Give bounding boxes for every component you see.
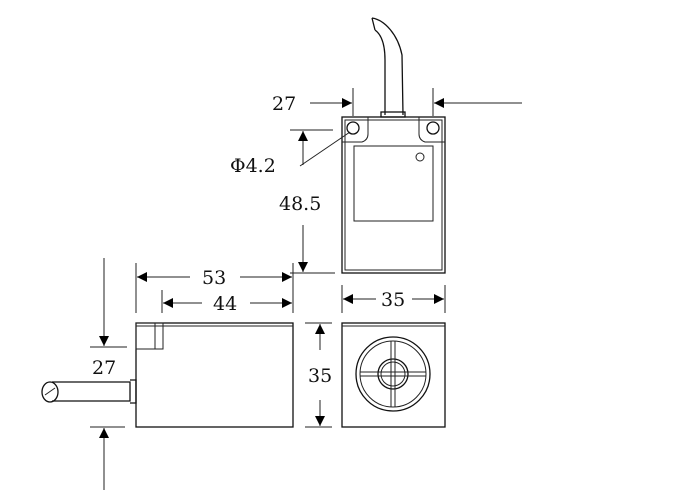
dim-53: 53 xyxy=(202,267,226,289)
dim-35-width: 35 xyxy=(381,289,405,311)
mounting-hole-left xyxy=(346,121,360,135)
side-body xyxy=(135,322,294,428)
side-view: 53 44 27 xyxy=(41,258,294,490)
top-view: 27 Φ4.2 48.5 xyxy=(230,17,522,274)
dim-44: 44 xyxy=(213,293,237,315)
front-body xyxy=(341,322,446,428)
dim-35-height: 35 xyxy=(308,365,332,387)
dim-48-5: 48.5 xyxy=(279,193,321,215)
dim-27-holes: 27 xyxy=(272,93,296,115)
cable xyxy=(371,17,404,116)
label-area xyxy=(353,145,434,222)
side-cable xyxy=(52,379,137,404)
side-tab xyxy=(135,322,164,350)
dim-hole-diameter: Φ4.2 xyxy=(230,155,276,177)
dim-27-cable: 27 xyxy=(92,357,116,379)
front-view: 35 35 xyxy=(305,285,446,428)
indicator-led xyxy=(415,152,425,162)
top-body xyxy=(341,116,446,274)
mounting-hole-right xyxy=(426,121,440,135)
cable-end xyxy=(41,381,59,403)
sensing-face xyxy=(355,336,431,412)
